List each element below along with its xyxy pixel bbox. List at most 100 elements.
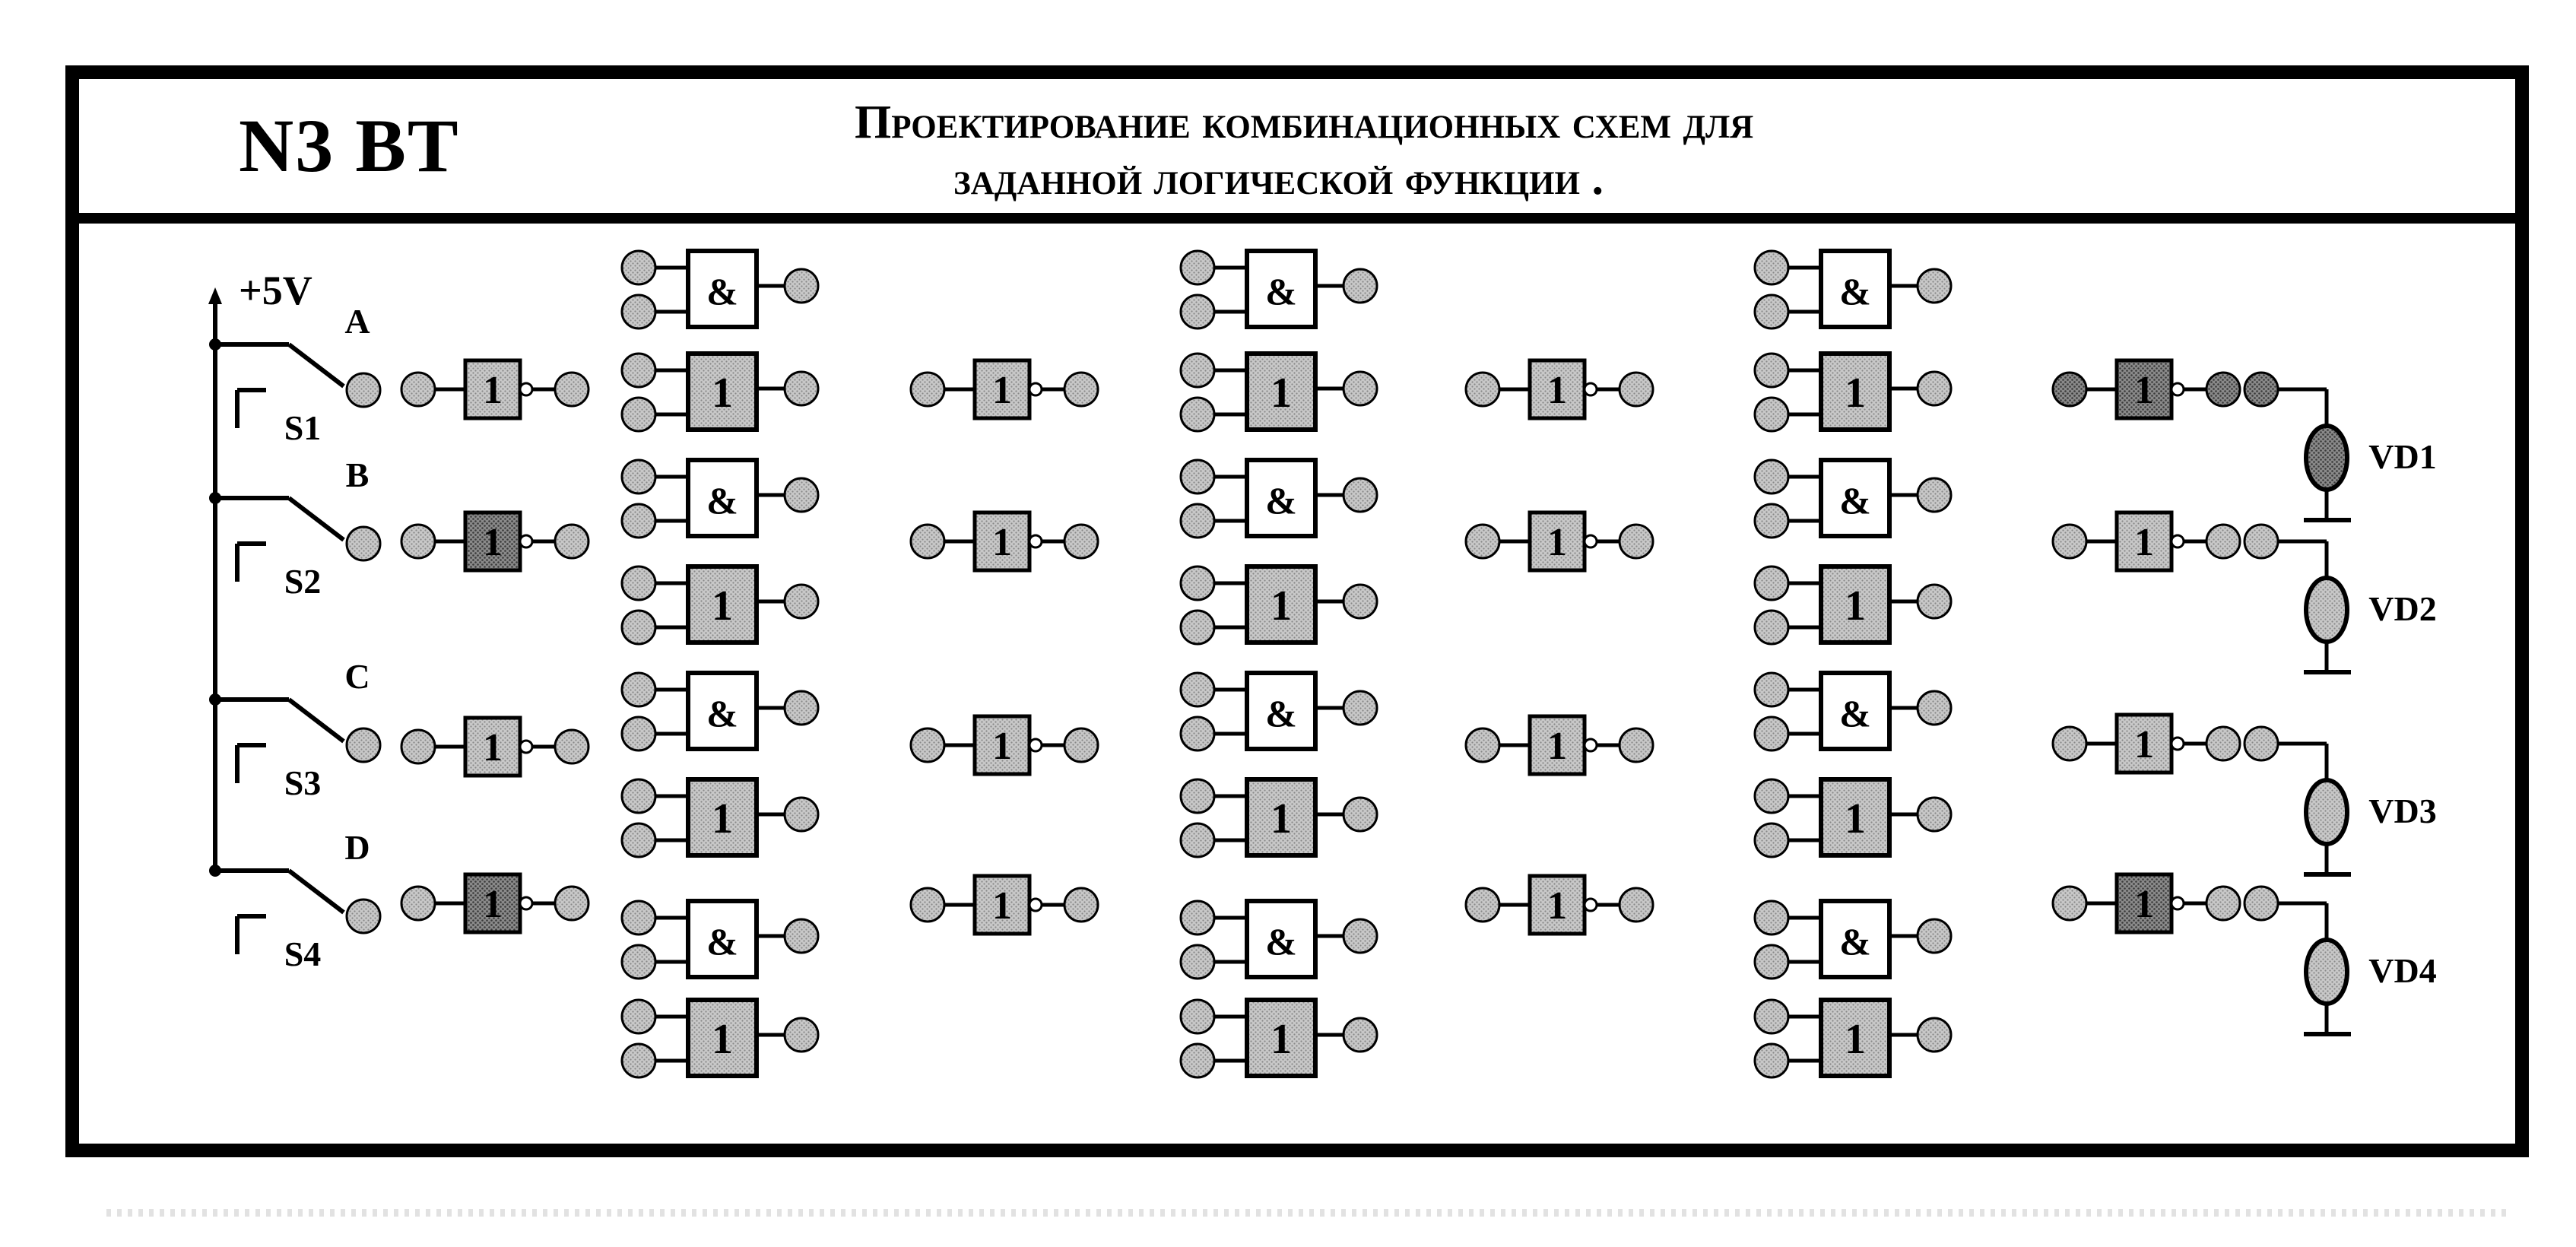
inverter-input-terminal[interactable] [400,728,436,765]
gate-input-terminal[interactable] [1753,459,1790,495]
gate-input-terminal[interactable] [1179,998,1216,1035]
switch-output-terminal[interactable] [345,372,382,408]
inverter-input-terminal[interactable] [1464,523,1501,560]
inverter-output-terminal[interactable] [2205,885,2241,922]
indicator-input-terminal[interactable] [2243,523,2279,560]
inverter-input-terminal[interactable] [1464,887,1501,923]
gate-output-terminal[interactable] [1342,268,1378,304]
and-gate-c1-r1[interactable]: & [620,249,820,330]
and-gate-c2-r3[interactable]: & [1179,671,1378,752]
gate-input-terminal[interactable] [1179,716,1216,752]
gate-input-terminal[interactable] [1179,459,1216,495]
gate-input-terminal[interactable] [1179,503,1216,539]
inverter-input-terminal[interactable] [400,523,436,560]
inverter-c1-r3[interactable]: 1 [400,716,590,778]
gate-output-terminal[interactable] [783,918,820,954]
and-gate-c2-r2[interactable]: & [1179,458,1378,539]
inverter-c3-r4[interactable]: 1 [1464,874,1654,936]
gate-input-terminal[interactable] [1179,944,1216,980]
and-gate-c3-r2[interactable]: & [1753,458,1953,539]
inverter-output-terminal[interactable] [554,523,590,560]
gate-output-terminal[interactable] [1916,477,1953,513]
gate-output-terminal[interactable] [1342,690,1378,726]
and-gate-c3-r1[interactable]: & [1753,249,1953,330]
inverter-c4-r3[interactable]: 1 [2051,712,2241,775]
gate-input-terminal[interactable] [620,998,657,1035]
gate-input-terminal[interactable] [1753,294,1790,330]
gate-output-terminal[interactable] [1342,370,1378,407]
or-gate-c2-r1[interactable]: 1 [1179,351,1378,433]
gate-input-terminal[interactable] [1179,396,1216,433]
gate-output-terminal[interactable] [1916,690,1953,726]
inverter-c1-r1[interactable]: 1 [400,358,590,420]
inverter-c4-r2[interactable]: 1 [2051,510,2241,573]
inverter-output-terminal[interactable] [554,371,590,408]
indicator-input-terminal[interactable] [2243,725,2279,762]
gate-output-terminal[interactable] [783,1017,820,1053]
gate-output-terminal[interactable] [1342,1017,1378,1053]
gate-input-terminal[interactable] [1753,716,1790,752]
gate-input-terminal[interactable] [1753,249,1790,286]
inverter-input-terminal[interactable] [909,523,946,560]
inverter-c2-r4[interactable]: 1 [909,874,1099,936]
gate-input-terminal[interactable] [620,459,657,495]
and-gate-c1-r4[interactable]: & [620,899,820,980]
inverter-output-terminal[interactable] [554,728,590,765]
switch-output-terminal[interactable] [345,525,382,562]
inverter-output-terminal[interactable] [1618,727,1654,763]
gate-input-terminal[interactable] [620,716,657,752]
or-gate-c3-r1[interactable]: 1 [1753,351,1953,433]
and-gate-c3-r3[interactable]: & [1753,671,1953,752]
and-gate-c1-r3[interactable]: & [620,671,820,752]
inverter-input-terminal[interactable] [2051,523,2088,560]
inverter-c3-r2[interactable]: 1 [1464,510,1654,573]
inverter-output-terminal[interactable] [1063,887,1099,923]
gate-input-terminal[interactable] [1753,900,1790,936]
switch-s1[interactable]: AS1 [209,302,382,447]
gate-input-terminal[interactable] [1753,822,1790,858]
gate-input-terminal[interactable] [1179,778,1216,814]
gate-input-terminal[interactable] [1179,671,1216,708]
or-gate-c2-r3[interactable]: 1 [1179,777,1378,858]
or-gate-c1-r4[interactable]: 1 [620,998,820,1079]
gate-input-terminal[interactable] [620,565,657,601]
gate-output-terminal[interactable] [783,583,820,620]
gate-output-terminal[interactable] [1916,796,1953,833]
gate-input-terminal[interactable] [1179,900,1216,936]
gate-input-terminal[interactable] [1753,778,1790,814]
inverter-output-terminal[interactable] [1618,371,1654,408]
gate-input-terminal[interactable] [1179,352,1216,389]
inverter-output-terminal[interactable] [2205,725,2241,762]
gate-input-terminal[interactable] [620,396,657,433]
switch-s4[interactable]: DS4 [209,828,382,973]
gate-input-terminal[interactable] [620,778,657,814]
inverter-output-terminal[interactable] [554,885,590,922]
inverter-input-terminal[interactable] [909,887,946,923]
inverter-output-terminal[interactable] [1063,523,1099,560]
gate-output-terminal[interactable] [1916,1017,1953,1053]
gate-input-terminal[interactable] [1179,249,1216,286]
inverter-input-terminal[interactable] [1464,371,1501,408]
gate-input-terminal[interactable] [1753,1042,1790,1079]
gate-input-terminal[interactable] [620,944,657,980]
inverter-input-terminal[interactable] [2051,371,2088,408]
or-gate-c3-r4[interactable]: 1 [1753,998,1953,1079]
gate-input-terminal[interactable] [620,294,657,330]
switch-s2[interactable]: BS2 [209,455,382,601]
gate-output-terminal[interactable] [783,477,820,513]
inverter-c2-r1[interactable]: 1 [909,358,1099,420]
and-gate-c2-r4[interactable]: & [1179,899,1378,980]
or-gate-c1-r1[interactable]: 1 [620,351,820,433]
and-gate-c3-r4[interactable]: & [1753,899,1953,980]
gate-input-terminal[interactable] [1753,671,1790,708]
gate-input-terminal[interactable] [1753,503,1790,539]
inverter-c4-r1[interactable]: 1 [2051,358,2241,420]
gate-input-terminal[interactable] [620,1042,657,1079]
gate-input-terminal[interactable] [1753,609,1790,646]
inverter-c1-r2[interactable]: 1 [400,510,590,573]
gate-input-terminal[interactable] [620,822,657,858]
gate-output-terminal[interactable] [1916,918,1953,954]
inverter-input-terminal[interactable] [909,727,946,763]
inverter-input-terminal[interactable] [2051,885,2088,922]
inverter-c3-r1[interactable]: 1 [1464,358,1654,420]
